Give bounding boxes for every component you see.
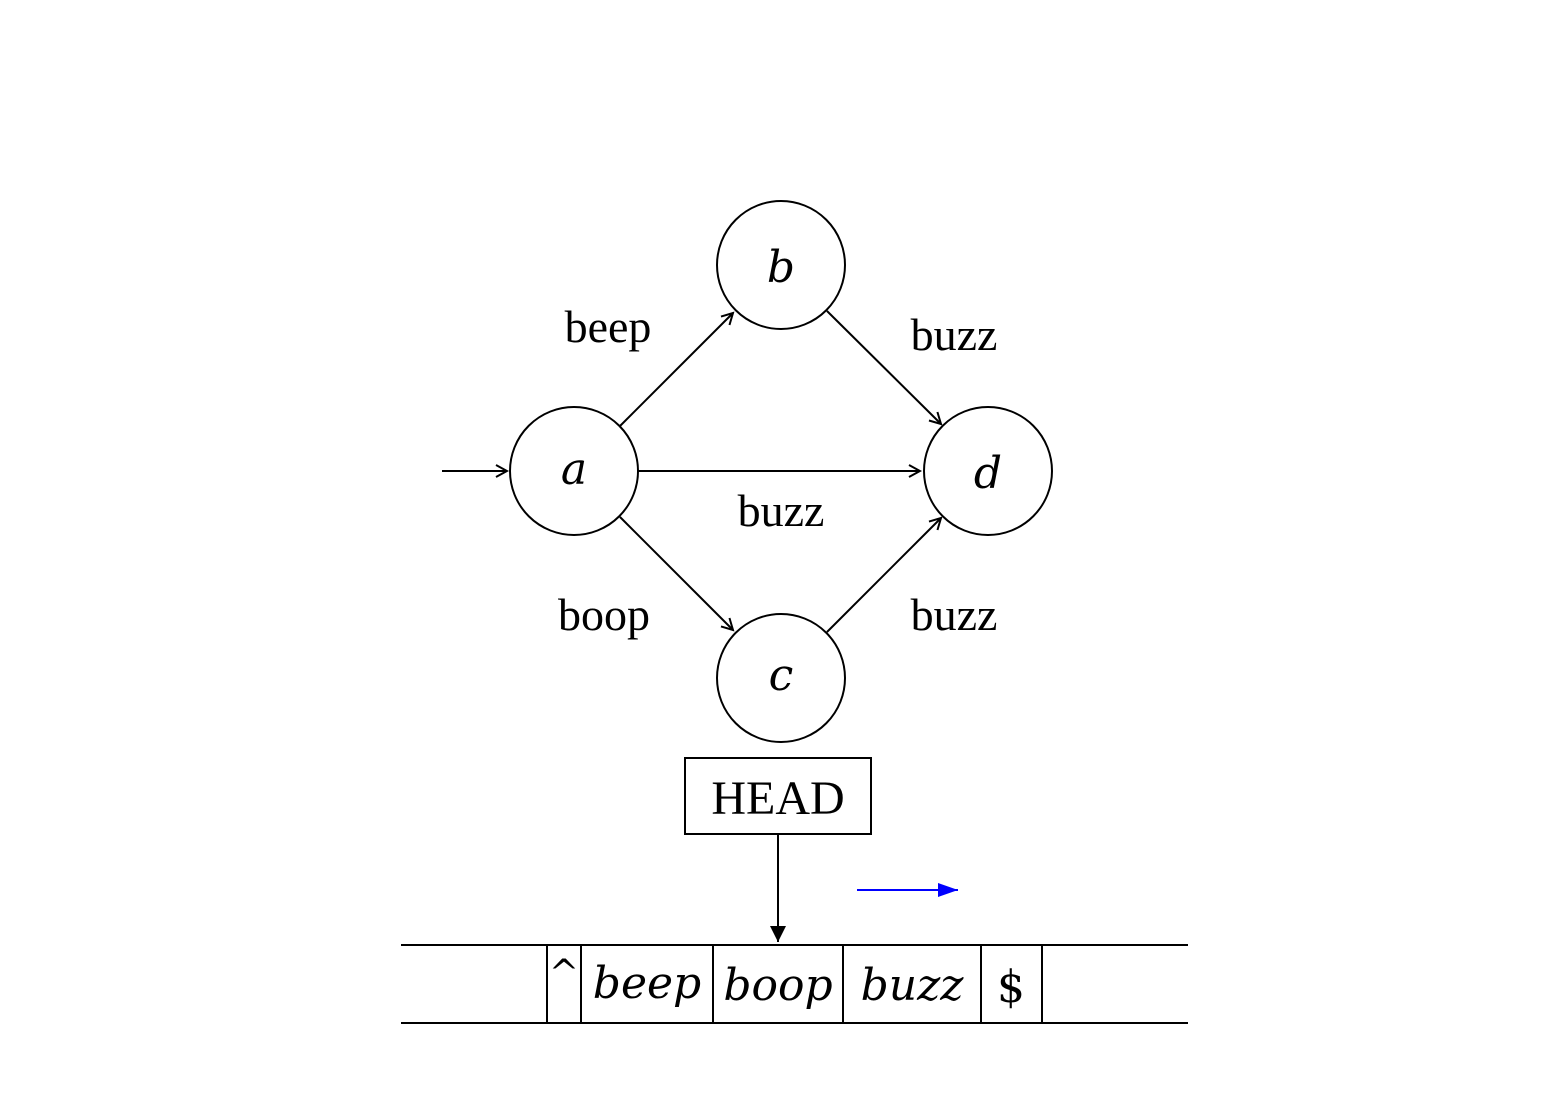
state-c: c	[716, 613, 846, 743]
edge-a-c	[619, 516, 733, 630]
tape-cell: buzz	[842, 944, 982, 1024]
state-a-label: a	[561, 444, 587, 495]
tape-cell: beep	[580, 944, 714, 1024]
edge-c-d	[826, 518, 941, 633]
state-c-label: c	[769, 650, 794, 701]
tape-cell: ^	[546, 944, 582, 1024]
tape-cell: $	[980, 944, 1043, 1024]
tape-cell-symbol: $	[997, 962, 1025, 1013]
edge-label-b-d: buzz	[911, 309, 998, 360]
edge-a-b	[619, 313, 733, 427]
state-a: a	[509, 406, 639, 536]
state-d: d	[923, 406, 1053, 536]
edge-b-d	[826, 310, 941, 424]
tape-cell-symbol: ^	[549, 953, 579, 994]
state-d-label: d	[974, 448, 1002, 499]
tape-cell-symbol: beep	[593, 958, 701, 1009]
tape-cell-symbol: boop	[723, 960, 832, 1011]
edge-label-a-b: beep	[565, 301, 652, 352]
state-b-label: b	[767, 242, 795, 293]
tape-cell-symbol: buzz	[861, 960, 965, 1011]
edge-label-c-d: buzz	[911, 589, 998, 640]
head-label: HEAD	[711, 772, 844, 825]
tape-cell-current: boop	[712, 944, 844, 1024]
edge-label-a-d: buzz	[738, 485, 825, 536]
state-b: b	[716, 200, 846, 330]
tape: ^ beep boop buzz $	[401, 944, 1188, 1024]
edge-label-a-c: boop	[558, 589, 650, 640]
tape-head: HEAD	[684, 757, 872, 835]
